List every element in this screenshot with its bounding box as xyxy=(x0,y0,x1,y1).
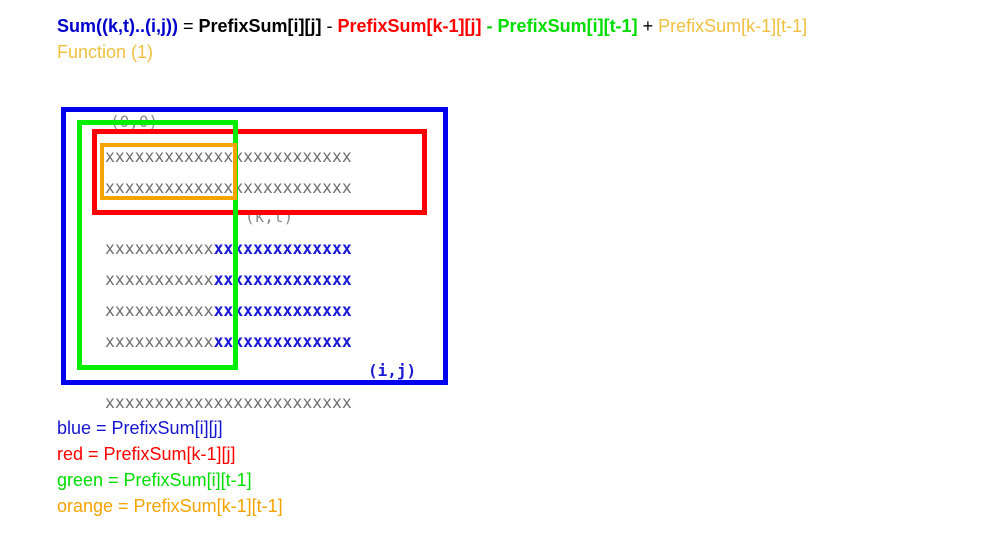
formula-term-blue: PrefixSum[i][j] xyxy=(198,16,322,36)
formula-op-plus: + xyxy=(637,16,659,36)
red-rectangle xyxy=(92,129,427,215)
grid-cells-blue: xxxxxxxxxxxxxx xyxy=(213,301,352,320)
grid-cells-gray: xxxxxxxxxxx xyxy=(105,270,214,289)
prefix-sum-diagram: (0,0) xxxxxxxxxxxxxxxxxxxxxxxxx xxxxxxxx… xyxy=(55,100,455,412)
ij-label: (i,j) xyxy=(368,361,417,380)
blue-rectangle xyxy=(61,107,448,385)
formula-lhs: Sum((k,t)..(i,j)) xyxy=(57,16,178,36)
grid-cells-gray: xxxxxxxxxxx xyxy=(105,301,214,320)
formula: Sum((k,t)..(i,j)) = PrefixSum[i][j] - Pr… xyxy=(57,14,807,38)
grid-row: xxxxxxxxxxxxxxxxxxxxxxxxx xyxy=(105,302,352,320)
grid-cells-blue: xxxxxxxxxxxxxx xyxy=(213,239,352,258)
grid-row: xxxxxxxxxxxxxxxxxxxxxxxxx xyxy=(105,333,352,351)
grid-cells-blue: xxxxxxxxxxxxxx xyxy=(213,270,352,289)
legend-green: green = PrefixSum[i][t-1] xyxy=(57,470,252,490)
formula-term-orange: PrefixSum[k-1][t-1] xyxy=(658,16,808,36)
green-rectangle xyxy=(77,120,238,370)
grid-cells-gray: xxxxxxxxxxx xyxy=(105,239,214,258)
function-label: Function (1) xyxy=(57,42,154,62)
formula-equals: = xyxy=(177,16,199,36)
grid-row: xxxxxxxxxxxxxxxxxxxxxxxxx xyxy=(105,271,352,289)
formula-op-minus-2: - xyxy=(481,16,498,36)
formula-term-green: PrefixSum[i][t-1] xyxy=(497,16,638,36)
orange-rectangle xyxy=(100,143,237,200)
grid-row: xxxxxxxxxxxxxxxxxxxxxxxxx xyxy=(105,147,352,166)
grid-row: xxxxxxxxxxxxxxxxxxxxxxxxx xyxy=(105,178,352,197)
legend-orange: orange = PrefixSum[k-1][t-1] xyxy=(57,496,283,516)
formula-op-minus-1: - xyxy=(321,16,338,36)
grid-cells-blue: xxxxxxxxxxxxxx xyxy=(213,332,352,351)
formula-term-red: PrefixSum[k-1][j] xyxy=(337,16,482,36)
grid-row: xxxxxxxxxxxxxxxxxxxxxxxxx xyxy=(105,240,352,258)
legend-red: red = PrefixSum[k-1][j] xyxy=(57,444,236,464)
legend-blue: blue = PrefixSum[i][j] xyxy=(57,418,223,438)
grid-row: xxxxxxxxxxxxxxxxxxxxxxxxx xyxy=(105,393,352,412)
grid-cells-gray: xxxxxxxxxxx xyxy=(105,332,214,351)
